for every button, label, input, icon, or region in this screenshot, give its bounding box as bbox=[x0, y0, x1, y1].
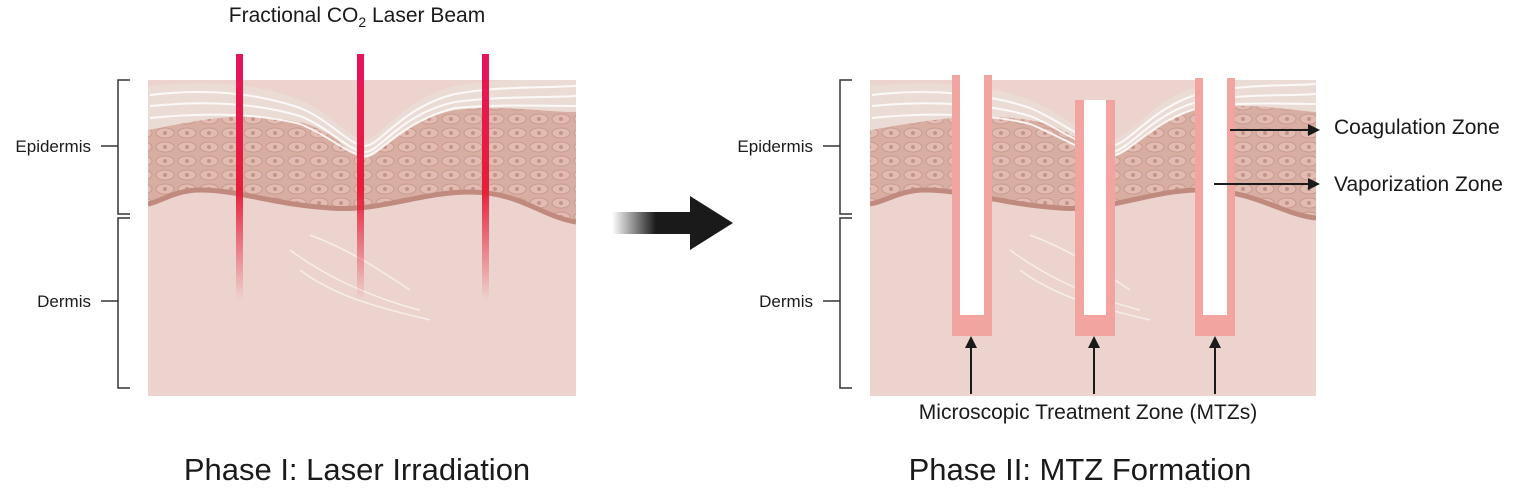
mtz-column-3 bbox=[1195, 78, 1235, 336]
laser-beam-2-top bbox=[357, 54, 364, 82]
mtz-label: Microscopic Treatment Zone (MTZs) bbox=[919, 401, 1257, 424]
transition-arrow bbox=[612, 196, 733, 250]
panel-1-dermis-label: Dermis bbox=[37, 292, 91, 311]
laser-beam-3-top bbox=[482, 54, 489, 82]
panel-2-epidermis-label: Epidermis bbox=[737, 137, 813, 156]
vaporization-zone-3 bbox=[1203, 78, 1227, 315]
vaporization-zone-1 bbox=[960, 75, 984, 315]
panel-1-basal-layer bbox=[148, 187, 576, 225]
coagulation-zone-label: Coagulation Zone bbox=[1334, 116, 1500, 139]
beam-title: Fractional CO2 Laser Beam bbox=[229, 4, 485, 30]
panel-1-keratin-lines bbox=[149, 85, 576, 158]
coagulation-pointer bbox=[1230, 124, 1320, 136]
mtz-column-2 bbox=[1075, 100, 1115, 336]
laser-beam-1 bbox=[236, 80, 243, 300]
panel-1-brackets bbox=[101, 79, 130, 389]
panel-1-epidermis-label: Epidermis bbox=[15, 137, 91, 156]
panel-1-skin bbox=[148, 80, 576, 396]
vaporization-pointer bbox=[1214, 178, 1320, 190]
panel-1-caption: Phase I: Laser Irradiation bbox=[184, 452, 530, 487]
mtz-arrows bbox=[970, 348, 1216, 394]
panel-2-brackets bbox=[823, 79, 852, 389]
laser-beam-1-top bbox=[236, 54, 243, 82]
laser-beam-3 bbox=[482, 80, 489, 300]
panel-2-dermis-label: Dermis bbox=[759, 292, 813, 311]
mtz-arrowheads bbox=[965, 336, 1221, 348]
laser-beam-2 bbox=[357, 80, 364, 300]
mtz-column-1 bbox=[952, 75, 992, 336]
vaporization-zone-2 bbox=[1084, 100, 1106, 315]
panel-2-caption: Phase II: MTZ Formation bbox=[909, 452, 1252, 487]
vaporization-zone-label: Vaporization Zone bbox=[1334, 173, 1503, 196]
